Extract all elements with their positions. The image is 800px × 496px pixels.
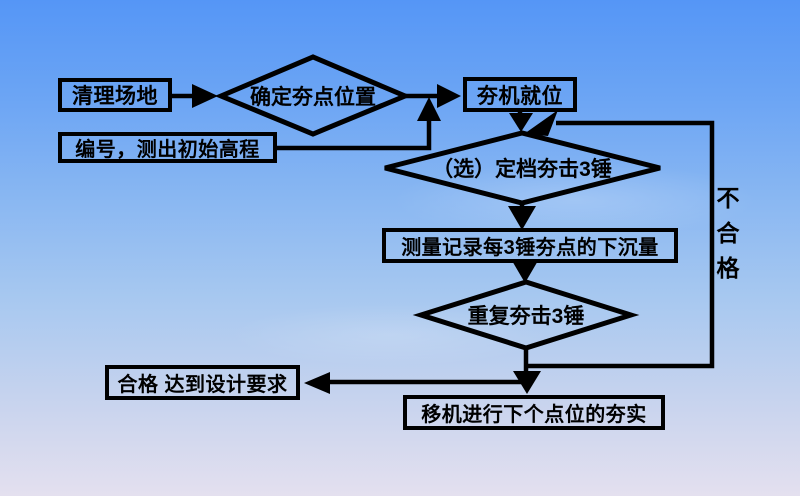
edge-feedback-loop [526, 120, 715, 369]
edge-number-to-machine [277, 118, 432, 151]
node-machine-ready: 夯机就位 [463, 77, 577, 112]
diamond-repeat-tamping [412, 279, 640, 351]
arrowhead-into-qualified [304, 372, 330, 394]
diamond-gear-tamping [384, 130, 661, 206]
node-number-elevation: 编号，测出初始高程 [58, 132, 277, 163]
arrowhead-into-move [513, 371, 541, 394]
arrowhead-up-from-number [417, 97, 441, 121]
edge-label-not-qualified: 不合格 [713, 186, 739, 291]
node-clear-site: 清理场地 [58, 78, 172, 112]
label-determine-point: 确定夯点位置 [250, 86, 376, 109]
node-move-machine: 移机进行下个点位的夯实 [403, 395, 665, 430]
arrowhead-into-machine [437, 84, 461, 108]
label-gear-tamping: （选）定档夯击3锤 [432, 158, 612, 181]
arrowhead-feedback-into-gear [524, 110, 558, 136]
arrowhead-into-measure [508, 206, 536, 230]
arrowhead-into-repeat [511, 259, 539, 283]
arrowhead-into-gear [509, 113, 533, 132]
label-repeat-tamping: 重复夯击3锤 [467, 305, 585, 328]
diamond-determine-point [214, 54, 412, 137]
node-qualified-result: 合格 达到设计要求 [105, 365, 300, 400]
arrowhead-into-determine [192, 84, 218, 108]
node-measure-settlement: 测量记录每3锤夯点的下沉量 [382, 228, 678, 263]
